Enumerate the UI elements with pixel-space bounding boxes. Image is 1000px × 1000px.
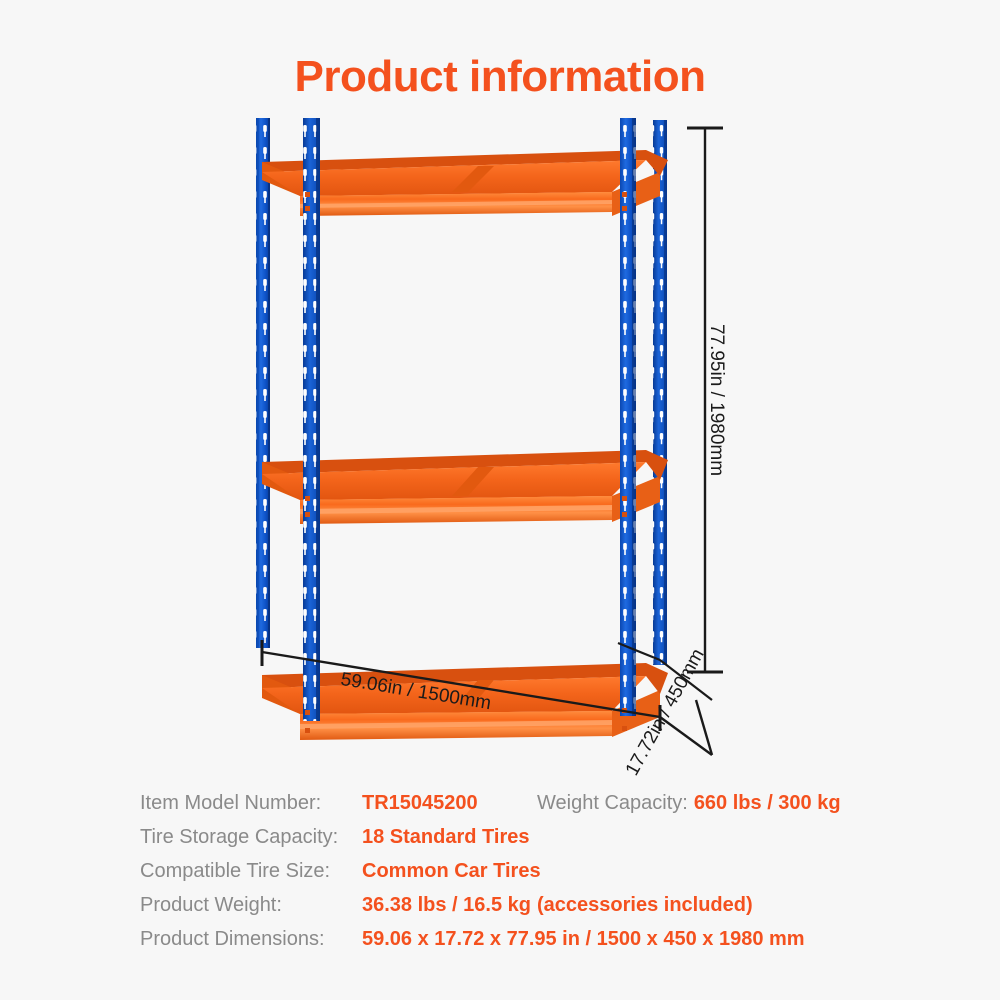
spec-value-tire-storage-capacity: 18 Standard Tires [362,826,530,848]
product-diagram: 77.95in / 1980mm 59.06in / 1500mm 17.72i… [0,100,1000,790]
spec-row-compatible-tire-size: Compatible Tire Size: Common Car Tires [140,860,930,894]
spec-row-tire-storage-capacity: Tire Storage Capacity: 18 Standard Tires [140,826,930,860]
shelf-bottom [262,663,668,740]
page-title: Product information [294,52,706,101]
spec-row-product-weight: Product Weight: 36.38 lbs / 16.5 kg (acc… [140,894,930,928]
shelf-middle [262,450,668,524]
spec-value-compatible-tire-size: Common Car Tires [362,860,541,882]
shelf-top [262,150,668,216]
spec-value-model-number: TR15045200 [362,792,478,814]
spec-value-weight-capacity: 660 lbs / 300 kg [693,792,841,814]
spec-row-model-number: Item Model Number: TR15045200 Weight Cap… [140,792,930,826]
dimension-lines [260,126,723,756]
spec-label-compatible-tire-size: Compatible Tire Size: [140,860,331,882]
spec-value-product-dimensions: 59.06 x 17.72 x 77.95 in / 1500 x 450 x … [362,928,805,950]
spec-value-product-weight: 36.38 lbs / 16.5 kg [362,894,531,916]
upright-back-left [256,118,270,648]
depth-bracket [617,641,713,701]
upright-back-right-overlay [620,118,636,731]
spec-note-product-weight: (accessories included) [537,894,753,916]
spec-row-product-dimensions: Product Dimensions: 59.06 x 17.72 x 77.9… [140,928,930,962]
spec-table: Item Model Number: TR15045200 Weight Cap… [140,792,930,962]
height-dimension-label: 77.95in / 1980mm [706,324,727,476]
upright-front-right [653,120,667,665]
spec-label-tire-storage-capacity: Tire Storage Capacity: [140,826,339,848]
spec-label-model-number: Item Model Number: [140,792,322,814]
spec-label-product-weight: Product Weight: [140,894,282,916]
spec-label-weight-capacity: Weight Capacity: [537,792,688,814]
upright-front-left-overlay [303,118,320,733]
spec-label-product-dimensions: Product Dimensions: [140,928,325,950]
